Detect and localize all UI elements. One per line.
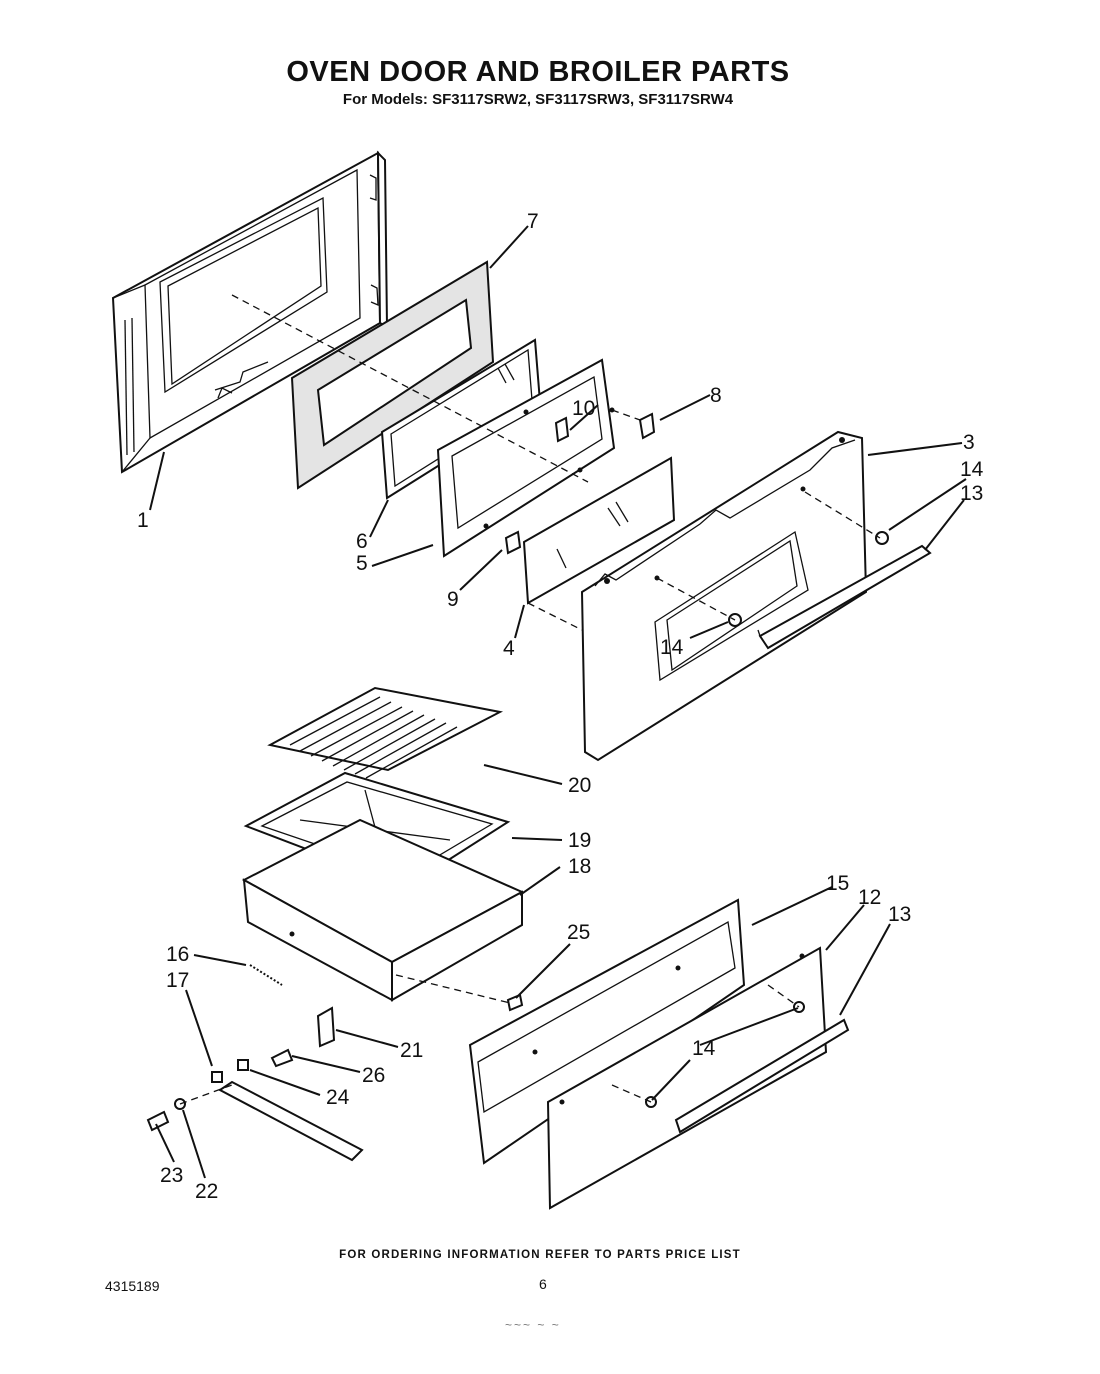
- part-23-screw: [146, 1110, 170, 1132]
- part-20-broiler-grid: [267, 686, 504, 779]
- page-title: OVEN DOOR AND BROILER PARTS: [286, 56, 790, 88]
- callout-23: 23: [160, 1164, 183, 1187]
- callout-14a: 14: [960, 458, 984, 481]
- part-15-broiler-inner-panel: [468, 898, 746, 1165]
- callout-26: 26: [362, 1064, 385, 1087]
- handwritten-note: ~~~ ~ ~: [505, 1318, 561, 1332]
- callout-14c: 14: [692, 1037, 716, 1060]
- part-14-spacer: [875, 531, 889, 545]
- leader-lines: [149, 225, 967, 1179]
- callout-4: 4: [503, 637, 515, 660]
- part-25-screw: [506, 993, 524, 1012]
- part-13-broiler-handle: [674, 1018, 850, 1134]
- document-number: 4315189: [105, 1278, 160, 1294]
- part-16-spring: [249, 964, 283, 986]
- part-3-outer-door-panel: [580, 430, 868, 762]
- callout-10: 10: [572, 397, 595, 420]
- part-5-glass-frame: [436, 358, 616, 558]
- callout-3: 3: [963, 431, 975, 454]
- part-17-clip: [211, 1071, 223, 1083]
- callout-8: 8: [710, 384, 722, 407]
- callout-5: 5: [356, 552, 368, 575]
- callout-20: 20: [568, 774, 591, 797]
- part-7-door-insulation: [290, 260, 495, 490]
- callout-7: 7: [527, 210, 539, 233]
- ordering-note: FOR ORDERING INFORMATION REFER TO PARTS …: [339, 1249, 741, 1261]
- part-12-broiler-drawer-front: [546, 946, 828, 1210]
- part-13-door-handle: [757, 544, 932, 650]
- page-number: 6: [539, 1276, 547, 1292]
- callout-13b: 13: [888, 903, 911, 926]
- callout-9: 9: [447, 588, 459, 611]
- broiler-rail: [218, 1080, 364, 1162]
- part-9-clip: [504, 530, 522, 555]
- part-1-inner-door-panel: [111, 150, 389, 474]
- callout-25: 25: [567, 921, 590, 944]
- part-21-latch: [316, 1006, 336, 1048]
- callout-14b: 14: [660, 636, 684, 659]
- callout-18: 18: [568, 855, 591, 878]
- part-8-clip: [609, 407, 656, 440]
- callout-13a: 13: [960, 482, 983, 505]
- part-24-nut: [237, 1059, 249, 1071]
- callout-labels: 1 3 4 5 6 7 8 9 10 14 13 14 20 19 18 15 …: [137, 210, 984, 1203]
- callout-21: 21: [400, 1039, 423, 1062]
- callout-22: 22: [195, 1180, 218, 1203]
- callout-24: 24: [326, 1086, 350, 1109]
- part-18-broiler-pan: [241, 818, 525, 1002]
- callout-12: 12: [858, 886, 881, 909]
- part-10-clip: [554, 416, 570, 443]
- part-4-outer-glass: [522, 456, 676, 605]
- callout-6: 6: [356, 530, 368, 553]
- callout-16: 16: [166, 943, 189, 966]
- callout-17: 17: [166, 969, 189, 992]
- callout-1: 1: [137, 509, 149, 532]
- part-26-screw: [270, 1048, 294, 1068]
- callout-15: 15: [826, 872, 849, 895]
- callout-19: 19: [568, 829, 591, 852]
- model-list: For Models: SF3117SRW2, SF3117SRW3, SF31…: [342, 91, 734, 108]
